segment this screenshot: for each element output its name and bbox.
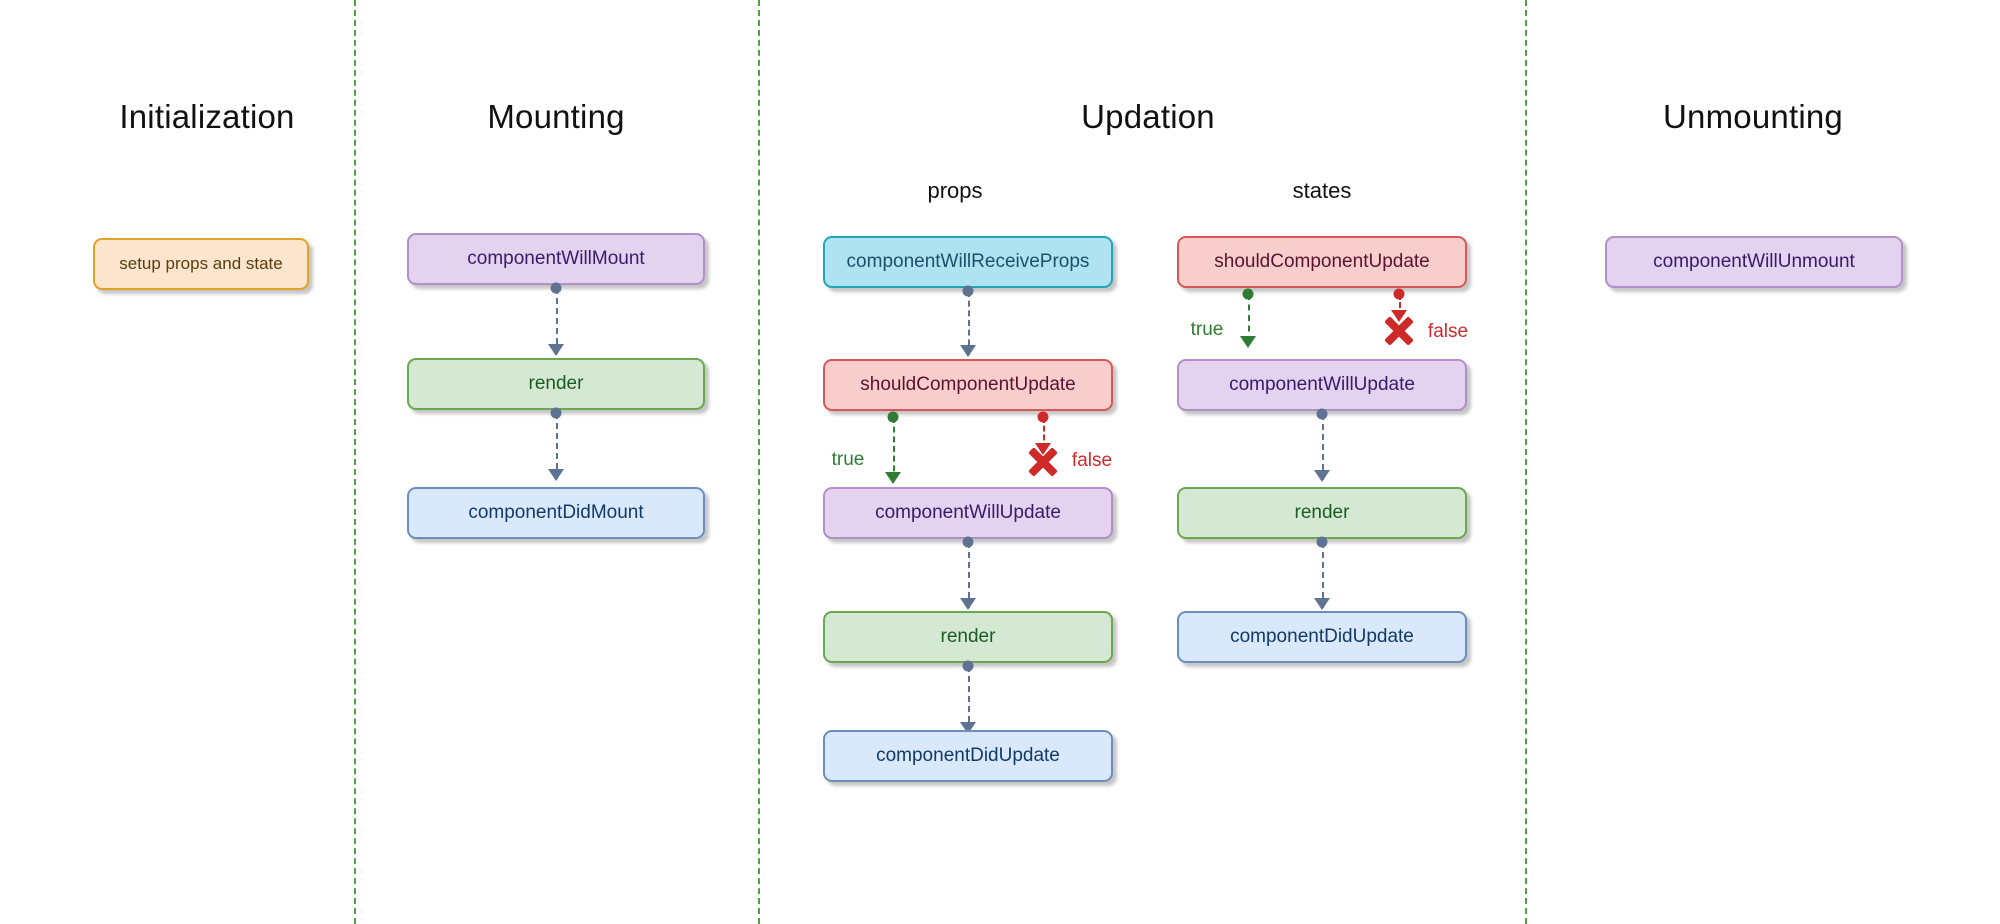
connector-arrow [548, 344, 564, 356]
connector-line [556, 288, 558, 354]
column-separator-3 [1525, 0, 1527, 924]
branch-label-false-states: false [1427, 321, 1469, 342]
connector-line [1322, 542, 1324, 608]
section-title-mounting: Mounting [487, 98, 625, 135]
node-component-will-update-props[interactable]: componentWillUpdate [823, 487, 1113, 539]
true-branch-line [893, 417, 895, 481]
connector-line [1322, 414, 1324, 480]
connector-line [968, 291, 970, 355]
subsection-title-states: states [1292, 178, 1352, 203]
node-component-did-update-props[interactable]: componentDidUpdate [823, 730, 1113, 782]
connector-arrow [960, 345, 976, 357]
false-branch-line [1043, 417, 1045, 449]
column-separator-1 [354, 0, 356, 924]
node-component-will-unmount[interactable]: componentWillUnmount [1605, 236, 1903, 288]
node-render-mounting[interactable]: render [407, 358, 705, 410]
true-branch-line [1248, 294, 1250, 342]
column-separator-2 [758, 0, 760, 924]
connector-arrow [960, 598, 976, 610]
node-render-states[interactable]: render [1177, 487, 1467, 539]
connector-arrow [1314, 598, 1330, 610]
section-title-updation: Updation [1081, 98, 1215, 135]
branch-label-true-props: true [831, 449, 865, 470]
connector-line [968, 666, 970, 732]
connector-line [968, 542, 970, 608]
subsection-title-props: props [927, 178, 983, 203]
node-component-will-update-states[interactable]: componentWillUpdate [1177, 359, 1467, 411]
node-should-component-update-props[interactable]: shouldComponentUpdate [823, 359, 1113, 411]
branch-label-false-props: false [1071, 450, 1113, 471]
connector-arrow [548, 469, 564, 481]
node-should-component-update-states[interactable]: shouldComponentUpdate [1177, 236, 1467, 288]
stop-x-icon [1026, 445, 1060, 479]
branch-label-true-states: true [1190, 319, 1224, 340]
node-component-will-mount[interactable]: componentWillMount [407, 233, 705, 285]
node-component-did-mount[interactable]: componentDidMount [407, 487, 705, 539]
node-component-will-receive-props[interactable]: componentWillReceiveProps [823, 236, 1113, 288]
section-title-initialization: Initialization [119, 98, 295, 135]
node-setup-props-and-state[interactable]: setup props and state [93, 238, 309, 290]
section-title-unmounting: Unmounting [1663, 98, 1843, 135]
true-branch-arrow [885, 472, 901, 484]
stop-x-icon [1382, 314, 1416, 348]
node-render-props[interactable]: render [823, 611, 1113, 663]
connector-arrow [1314, 470, 1330, 482]
true-branch-arrow [1240, 336, 1256, 348]
connector-line [556, 413, 558, 479]
false-branch-line [1399, 294, 1401, 316]
node-component-did-update-states[interactable]: componentDidUpdate [1177, 611, 1467, 663]
